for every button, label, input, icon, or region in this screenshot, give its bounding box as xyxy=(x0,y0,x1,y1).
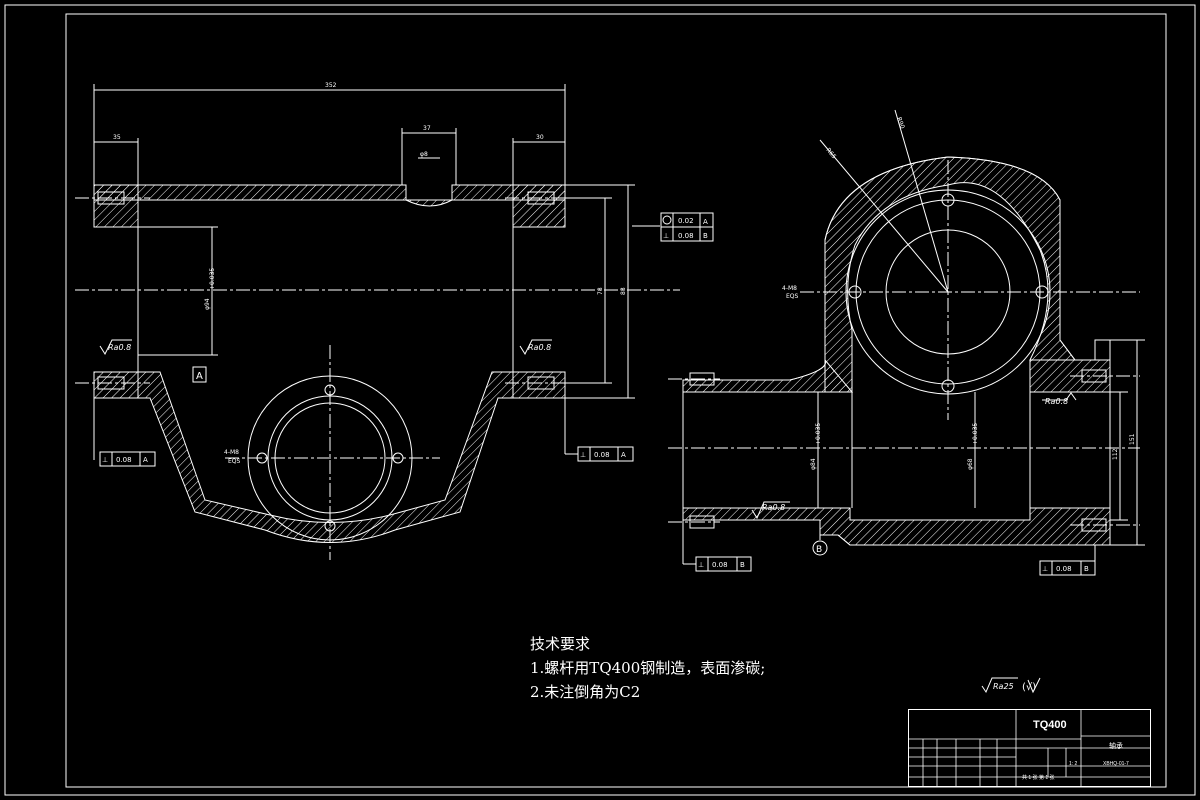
roughness-right: Ra0.8 xyxy=(1045,397,1068,406)
right-flange-bottom xyxy=(512,371,566,399)
dim-top-slot: 37 xyxy=(423,125,431,132)
roughness-bottom: Ra0.8 xyxy=(762,503,785,512)
tolerance-frame-right xyxy=(1039,560,1096,576)
tol-perp-top: 0.08 xyxy=(678,232,694,240)
front-top-wall xyxy=(93,184,566,207)
technical-notes: 技术要求 1.螺杆用TQ400钢制造，表面渗碳; 2.未注倒角为C2 xyxy=(530,632,765,704)
svg-text:⊥: ⊥ xyxy=(663,232,669,240)
dim-left-flange: 35 xyxy=(113,134,121,141)
thread-mid: 4-M8 xyxy=(782,285,797,292)
notes-title: 技术要求 xyxy=(530,635,591,653)
dim-radius-outer: R90 xyxy=(895,116,906,130)
roughness-general: Ra25 xyxy=(993,682,1014,691)
thread-left: 4-M8 xyxy=(224,449,239,456)
dim-right-tol: +0.035 xyxy=(815,423,822,445)
title-material: TQ400 xyxy=(1033,719,1067,731)
svg-text:⊥: ⊥ xyxy=(698,561,704,569)
tol-perp-mid-datum: A xyxy=(621,451,626,459)
right-flange-top xyxy=(512,184,566,228)
outer-border xyxy=(4,4,1196,796)
tol-perp-left: 0.08 xyxy=(116,456,132,464)
svg-text:⊥: ⊥ xyxy=(102,456,108,464)
tol-perp-bottom: 0.08 xyxy=(712,561,728,569)
tol-perp-right-datum: B xyxy=(1084,565,1089,573)
roughness-left-symbol xyxy=(99,339,552,356)
dim-small-tol: +0.035 xyxy=(972,423,979,445)
title-scale: 1: 2 xyxy=(1069,761,1078,767)
left-flange-top xyxy=(93,184,139,228)
title-sheet: 共 1 张 第 1 张 xyxy=(1022,775,1055,781)
dim-slot-dia: φ8 xyxy=(420,151,428,158)
datum-a-box xyxy=(192,366,207,383)
tol-perp-mid: 0.08 xyxy=(594,451,610,459)
title-block: TQ400 轴承 XBHQ-01-7 1: 2 共 1 张 第 1 张 xyxy=(908,709,1151,787)
thread-mid-eqs: EQS xyxy=(786,293,799,300)
tolerance-frame-bottom xyxy=(695,556,752,572)
svg-text:⊥: ⊥ xyxy=(580,451,586,459)
roughness-mid: Ra0.8 xyxy=(528,343,551,352)
tol-perp-left-datum: A xyxy=(143,456,148,464)
dim-right-span: 112 xyxy=(1112,448,1119,460)
dim-inner-h: 78 xyxy=(597,287,604,295)
side-bottom-wall xyxy=(682,359,854,393)
left-flange-bottom xyxy=(93,371,139,399)
title-block-grid xyxy=(908,709,1151,787)
dim-bore-dia: φ94 xyxy=(204,298,211,310)
dim-height-total: 151 xyxy=(1129,433,1136,445)
side-housing-ring xyxy=(824,156,1076,393)
datum-a-label: A xyxy=(196,371,203,382)
side-view xyxy=(668,109,1145,568)
front-view xyxy=(75,84,680,560)
roughness-general-note: (√) xyxy=(1022,682,1036,693)
notes-line-1: 1.螺杆用TQ400钢制造，表面渗碳; xyxy=(530,659,766,677)
tol-perp-top-datum: B xyxy=(703,232,708,240)
title-part-name: 轴承 xyxy=(1109,743,1123,750)
roughness-left: Ra0.8 xyxy=(108,343,131,352)
tol-circ-datum: A xyxy=(703,218,708,226)
notes-line-2: 2.未注倒角为C2 xyxy=(530,683,641,701)
dim-right-flange: 30 xyxy=(536,134,544,141)
title-drawing-no: XBHQ-01-7 xyxy=(1103,761,1129,767)
tol-perp-right: 0.08 xyxy=(1056,565,1072,573)
dim-bore-tol: +0.035 xyxy=(209,268,216,290)
tolerance-frame-mid xyxy=(577,446,634,462)
dim-outer-h: 83 xyxy=(620,287,627,295)
datum-b-circle xyxy=(812,540,828,556)
tol-circularity: 0.02 xyxy=(678,217,694,225)
datum-b-label: B xyxy=(816,545,822,555)
thread-left-eqs: EQS xyxy=(228,458,241,465)
dim-bore-small: φ68 xyxy=(967,458,974,470)
front-lower-body xyxy=(137,371,514,543)
tol-perp-bottom-datum: B xyxy=(740,561,745,569)
tolerance-frame-left xyxy=(99,451,156,467)
tolerance-frame-top xyxy=(660,212,714,242)
svg-text:⊥: ⊥ xyxy=(1042,565,1048,573)
side-base xyxy=(682,507,1111,546)
dim-overall-width: 352 xyxy=(325,82,337,89)
inner-border xyxy=(65,13,1167,788)
dim-right-dia: φ84 xyxy=(810,458,817,470)
